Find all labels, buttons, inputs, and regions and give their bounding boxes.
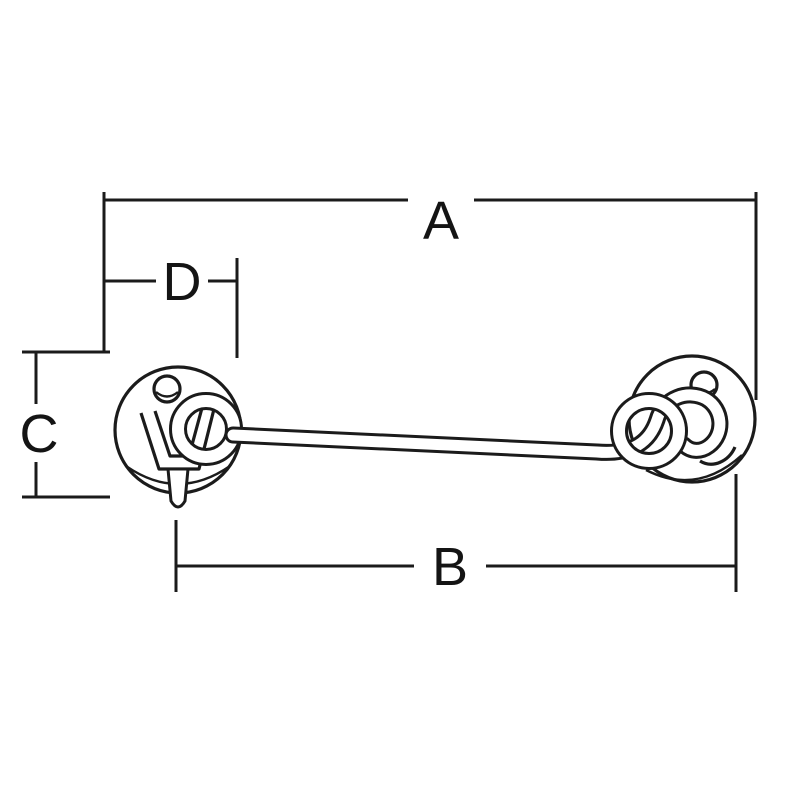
hook-eye-loop — [169, 392, 243, 466]
right-plate-rim-edge — [645, 454, 743, 482]
dimension-b: B — [174, 474, 738, 597]
left-screw-hole-shading — [155, 391, 179, 398]
dimension-annotations: A D C B — [20, 191, 758, 597]
dimension-label-b: B — [432, 537, 468, 597]
dimension-d: D — [104, 252, 239, 358]
hook-rod — [224, 386, 729, 461]
pivot-pin — [166, 467, 190, 509]
hook-rod-body — [227, 389, 726, 458]
pivot-staple-inner-edge — [153, 407, 204, 458]
dimension-label-a: A — [423, 191, 459, 251]
dimension-c: C — [20, 350, 110, 499]
eye-ring-inner — [613, 395, 685, 467]
dimension-a: A — [102, 191, 758, 400]
cabin-hook-hardware — [113, 354, 757, 509]
dimension-label-d: D — [163, 252, 202, 312]
dimension-label-c: C — [20, 404, 59, 464]
right-plate-catch-detail — [699, 446, 737, 466]
left-screw-hole — [152, 374, 182, 404]
eye-ring — [610, 392, 688, 470]
